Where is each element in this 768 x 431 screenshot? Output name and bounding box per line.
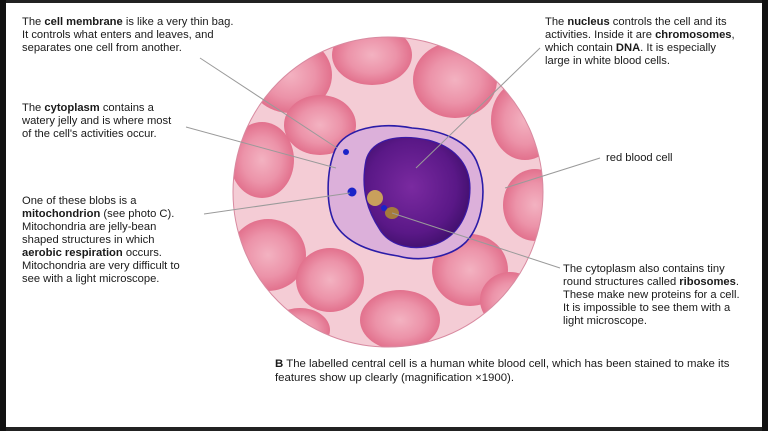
label-text: which contain	[545, 42, 616, 54]
label-text: controls the cell and its	[609, 16, 727, 28]
term-mitochondrion: mitochondrion	[22, 208, 101, 220]
label-red-blood-cell: red blood cell	[606, 152, 726, 165]
label-nucleus: The nucleus controls the cell and its ac…	[545, 16, 760, 68]
label-text: red blood cell	[606, 152, 673, 164]
microscope-field-border	[232, 36, 544, 348]
bottom-border	[0, 427, 768, 431]
label-text: The	[22, 16, 45, 28]
label-text: light microscope.	[563, 315, 647, 327]
label-text: The cytoplasm also contains tiny	[563, 263, 725, 275]
label-text: These make new proteins for a cell.	[563, 289, 740, 301]
caption-letter: B	[275, 358, 284, 370]
label-text: It controls what enters and leaves, and	[22, 29, 214, 41]
cytoplasm-granule	[343, 149, 349, 155]
label-text: see with a light microscope.	[22, 273, 160, 285]
term-ribosomes: ribosomes	[679, 276, 736, 288]
label-text: activities. Inside it are	[545, 29, 656, 41]
right-border	[762, 0, 768, 431]
term-aerobic-respiration: aerobic respiration	[22, 247, 123, 259]
label-text: of the cell's activities occur.	[22, 128, 157, 140]
term-cytoplasm: cytoplasm	[44, 102, 100, 114]
top-border	[0, 0, 768, 3]
term-cell-membrane: cell membrane	[44, 16, 123, 28]
label-text: The	[22, 102, 45, 114]
label-text: contains a	[99, 102, 154, 114]
label-text: One of these blobs is a	[22, 195, 137, 207]
left-border	[0, 0, 6, 431]
label-text: ,	[731, 29, 735, 41]
label-text: Mitochondria are jelly-bean	[22, 221, 157, 233]
label-text: is like a very thin bag.	[122, 16, 234, 28]
label-text: large in white blood cells.	[545, 55, 670, 67]
label-text: It is impossible to see them with a	[563, 302, 731, 314]
label-text: (see photo C).	[100, 208, 175, 220]
term-dna: DNA	[615, 42, 641, 54]
label-text: separates one cell from another.	[22, 42, 182, 54]
label-cytoplasm: The cytoplasm contains a watery jelly an…	[22, 102, 212, 141]
label-text: shaped structures in which	[22, 234, 155, 246]
label-text: Mitochondria are very difficult to	[22, 260, 180, 272]
label-cell-membrane: The cell membrane is like a very thin ba…	[22, 16, 282, 55]
microscope-field	[233, 37, 543, 347]
label-ribosomes: The cytoplasm also contains tiny round s…	[563, 263, 763, 328]
label-text: .	[735, 276, 739, 288]
label-text: . It is especially	[640, 42, 717, 54]
term-nucleus: nucleus	[567, 16, 610, 28]
label-text: round structures called	[563, 276, 680, 288]
granule-large	[367, 190, 383, 206]
label-text: The	[545, 16, 568, 28]
label-text: watery jelly and is where most	[22, 115, 172, 127]
caption-text: The labelled central cell is a human whi…	[275, 358, 730, 384]
ribosome-dot	[381, 205, 387, 211]
label-mitochondrion: One of these blobs is a mitochondrion (s…	[22, 195, 222, 286]
nucleus-shape	[363, 136, 471, 249]
mitochondrion-blob	[347, 187, 357, 197]
leader-lines	[185, 47, 601, 269]
label-text: occurs.	[122, 247, 162, 259]
term-chromosomes: chromosomes	[655, 29, 732, 41]
